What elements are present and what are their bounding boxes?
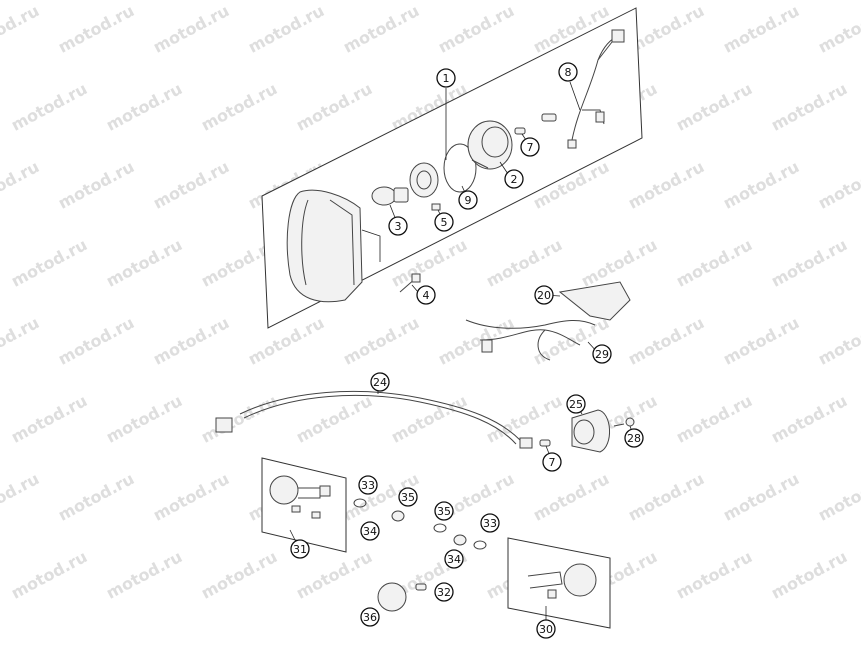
callout-c32: 32 <box>434 582 454 602</box>
callout-c34a: 34 <box>360 521 380 541</box>
callout-number: 34 <box>447 553 461 566</box>
callout-number: 24 <box>373 376 387 389</box>
retaining-clip <box>431 203 441 211</box>
callout-number: 30 <box>539 623 553 636</box>
callout-c30: 30 <box>536 619 556 639</box>
callout-number: 29 <box>595 348 609 361</box>
indicator-lens-and-bulb <box>377 582 427 612</box>
callout-number: 35 <box>437 505 451 518</box>
callout-c24: 24 <box>370 372 390 392</box>
callout-circle <box>290 539 310 559</box>
callout-c1: 1 <box>436 68 456 88</box>
callout-circle <box>480 513 500 533</box>
callout-c28: 28 <box>624 428 644 448</box>
callout-circle <box>434 501 454 521</box>
headlight-bulb <box>371 186 409 206</box>
mounting-bolt <box>399 273 421 293</box>
callout-circle <box>388 216 408 236</box>
callout-c35a: 35 <box>398 487 418 507</box>
callout-circle <box>360 607 380 627</box>
headlight-mask <box>286 189 381 303</box>
seal-ring <box>443 143 477 193</box>
callout-circle <box>444 549 464 569</box>
left-indicator-panel-frame <box>261 457 347 553</box>
callout-c31: 31 <box>290 539 310 559</box>
callout-number: 3 <box>395 220 402 233</box>
callout-number: 4 <box>423 289 430 302</box>
callout-number: 35 <box>401 491 415 504</box>
callout-c33a: 33 <box>358 475 378 495</box>
callout-number: 34 <box>363 525 377 538</box>
callout-circle <box>592 344 612 364</box>
callout-circle <box>398 487 418 507</box>
callout-c3: 3 <box>388 216 408 236</box>
right-indicator-panel <box>507 537 611 629</box>
headlight-wiring-harness <box>567 29 625 149</box>
main-wiring-harness <box>465 281 631 361</box>
callout-number: 33 <box>483 517 497 530</box>
fasteners <box>353 498 487 550</box>
callout-c25: 25 <box>566 394 586 414</box>
bulb-holder <box>409 162 439 198</box>
callout-number: 7 <box>527 141 534 154</box>
callout-number: 9 <box>465 194 472 207</box>
callout-circle <box>566 394 586 414</box>
callout-number: 31 <box>293 543 307 556</box>
callout-number: 20 <box>537 289 551 302</box>
callout-number: 8 <box>565 66 572 79</box>
callout-number: 25 <box>569 398 583 411</box>
callout-c7a: 7 <box>520 137 540 157</box>
callout-circle <box>434 212 454 232</box>
callout-c4: 4 <box>416 285 436 305</box>
callout-circle <box>542 452 562 472</box>
tail-light <box>571 409 635 453</box>
callout-circle <box>360 521 380 541</box>
callout-circle <box>624 428 644 448</box>
callout-c9: 9 <box>458 190 478 210</box>
callout-circle <box>434 582 454 602</box>
callout-number: 7 <box>549 456 556 469</box>
callout-circle <box>458 190 478 210</box>
parking-bulb <box>514 113 557 135</box>
callout-circle <box>504 169 524 189</box>
callout-number: 5 <box>441 216 448 229</box>
callout-circle <box>536 619 556 639</box>
left-indicator-panel <box>261 457 347 553</box>
callout-number: 2 <box>511 173 518 186</box>
callout-circle <box>558 62 578 82</box>
callout-number: 36 <box>363 611 377 624</box>
callout-c33b: 33 <box>480 513 500 533</box>
callout-circle <box>358 475 378 495</box>
callout-c2: 2 <box>504 169 524 189</box>
callout-c5: 5 <box>434 212 454 232</box>
callout-c35b: 35 <box>434 501 454 521</box>
callout-c20: 20 <box>534 285 554 305</box>
callout-circle <box>416 285 436 305</box>
callout-circle <box>520 137 540 157</box>
callout-circle <box>370 372 390 392</box>
small-bulb-lower <box>539 439 551 447</box>
rubber-cap <box>467 120 513 170</box>
callout-number: 1 <box>443 72 450 85</box>
callout-c7b: 7 <box>542 452 562 472</box>
callout-c29: 29 <box>592 344 612 364</box>
callout-number: 28 <box>627 432 641 445</box>
callout-c34b: 34 <box>444 549 464 569</box>
cable-assembly <box>215 390 533 449</box>
callout-number: 32 <box>437 586 451 599</box>
right-indicator-panel-frame <box>507 537 611 629</box>
callout-circle <box>436 68 456 88</box>
callout-number: 33 <box>361 479 375 492</box>
callout-c8: 8 <box>558 62 578 82</box>
callout-c36: 36 <box>360 607 380 627</box>
callout-circle <box>534 285 554 305</box>
